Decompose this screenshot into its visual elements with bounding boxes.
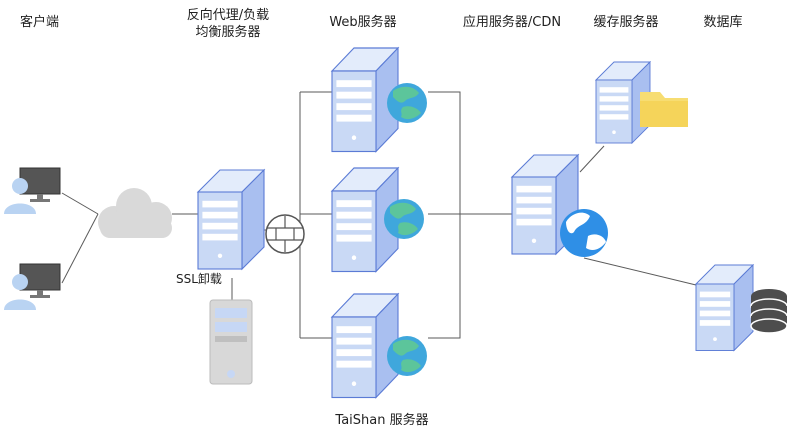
database-server bbox=[695, 264, 754, 351]
database-icon bbox=[750, 289, 788, 334]
proxy-title-line1: 反向代理/负载 bbox=[186, 8, 270, 23]
client1-to-cloud-line bbox=[61, 192, 99, 215]
globe-icon bbox=[387, 83, 427, 123]
globe-icon bbox=[387, 336, 427, 376]
web-right-bus-line bbox=[428, 91, 461, 339]
client2-to-cloud-line bbox=[61, 213, 99, 284]
firewall-icon bbox=[265, 214, 305, 254]
cloud-icon bbox=[98, 188, 172, 238]
app-title: 应用服务器/CDN bbox=[462, 15, 562, 30]
cache-server bbox=[595, 61, 651, 144]
cache-title: 缓存服务器 bbox=[593, 15, 659, 30]
app-to-db-line bbox=[583, 257, 697, 286]
app-cdn-server bbox=[511, 154, 579, 255]
ssl-offload-label: SSL卸载 bbox=[176, 272, 222, 286]
connection-lines bbox=[61, 91, 697, 339]
app-globe-icon bbox=[560, 209, 608, 257]
client-2 bbox=[3, 263, 61, 311]
client-1 bbox=[3, 167, 61, 215]
globe-icon bbox=[384, 199, 424, 239]
folder-icon bbox=[640, 92, 688, 127]
proxy-server bbox=[197, 169, 265, 270]
ssl-offload-server bbox=[209, 299, 253, 385]
web-server-1 bbox=[331, 47, 399, 153]
web-server-2 bbox=[331, 167, 399, 273]
web-server-3 bbox=[331, 293, 399, 399]
client-title: 客户端 bbox=[20, 15, 60, 30]
proxy-title-line2: 均衡服务器 bbox=[195, 25, 261, 40]
taishan-label: TaiShan 服务器 bbox=[335, 413, 429, 428]
app-to-cache-line bbox=[579, 145, 605, 173]
web-title: Web服务器 bbox=[329, 15, 397, 30]
db-title: 数据库 bbox=[703, 15, 743, 30]
